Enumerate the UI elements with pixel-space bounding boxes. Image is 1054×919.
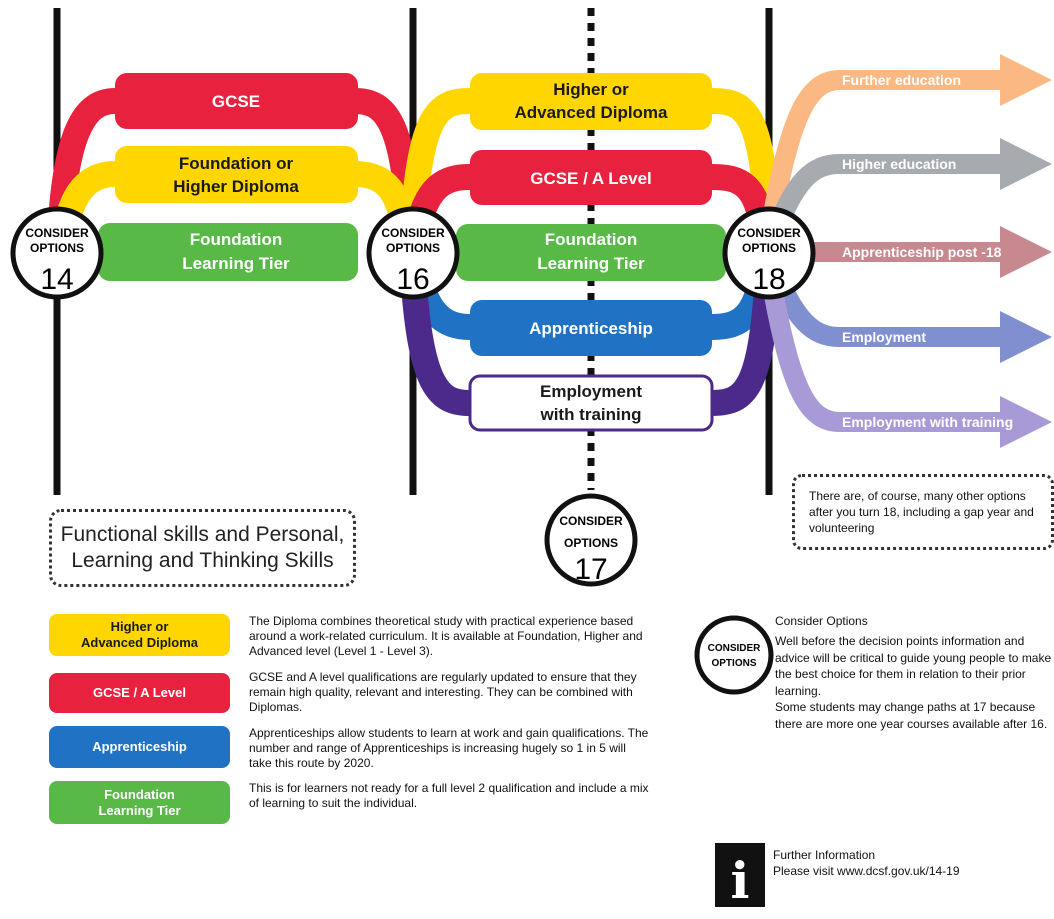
key-a-level-pill: GCSE / A Level bbox=[49, 673, 230, 713]
key-diploma-label-2: Advanced Diploma bbox=[80, 635, 199, 650]
decision-point-14: CONSIDER OPTIONS 14 bbox=[10, 206, 104, 300]
decision-point-17: CONSIDER OPTIONS 17 bbox=[544, 493, 638, 587]
route-gcse-pill bbox=[115, 73, 358, 129]
route-foundation-label-1: Foundation bbox=[190, 230, 283, 249]
further-info-link: Please visit www.dcsf.gov.uk/14-19 bbox=[773, 864, 960, 878]
key-diploma-description: The Diploma combines theoretical study w… bbox=[249, 614, 643, 658]
info-icon: i bbox=[715, 843, 765, 910]
decision-point-18: CONSIDER OPTIONS 18 bbox=[722, 206, 816, 300]
route-diploma-pill bbox=[115, 146, 358, 203]
further-education-arrow bbox=[760, 70, 1010, 234]
further-education-arrowhead bbox=[1000, 54, 1052, 106]
post-18-note-text: There are, of course, many other options… bbox=[809, 489, 1034, 535]
key-foundation-description: This is for learners not ready for a ful… bbox=[249, 781, 649, 810]
route-employment-training-label-1: Employment bbox=[540, 382, 642, 401]
svg-text:OPTIONS: OPTIONS bbox=[386, 241, 440, 255]
svg-text:CONSIDER: CONSIDER bbox=[381, 226, 445, 240]
key-diploma-label-1: Higher or bbox=[110, 619, 169, 634]
dest-higher-education-label: Higher education bbox=[842, 156, 956, 172]
employment-with-training-arrow bbox=[760, 270, 1010, 432]
route-foundation-16-label-1: Foundation bbox=[545, 230, 638, 249]
apprenticeship-post-18-arrowhead bbox=[1000, 226, 1052, 278]
functional-skills-text: Functional skills and Personal, Learning… bbox=[60, 523, 345, 572]
key-apprenticeship-description: Apprenticeships allow students to learn … bbox=[249, 726, 649, 770]
route-advanced-diploma-label-1: Higher or bbox=[553, 80, 629, 99]
svg-text:16: 16 bbox=[396, 263, 429, 296]
employment-arrowhead bbox=[1000, 311, 1052, 363]
route-foundation-pill bbox=[98, 223, 358, 281]
route-a-level-pill bbox=[470, 150, 712, 205]
key-a-level-description: GCSE and A level qualifications are regu… bbox=[249, 670, 637, 714]
svg-text:CONSIDER: CONSIDER bbox=[25, 226, 89, 240]
further-info: Further Information Please visit www.dcs… bbox=[773, 847, 960, 879]
dest-further-education-label: Further education bbox=[842, 72, 961, 88]
route-foundation-16-label-2: Learning Tier bbox=[537, 254, 645, 273]
svg-text:OPTIONS: OPTIONS bbox=[30, 241, 84, 255]
key-a-level-label: GCSE / A Level bbox=[93, 685, 186, 700]
consider-options-para-2: Some students may change paths at 17 bec… bbox=[775, 700, 1048, 731]
key-diploma-pill: Higher or Advanced Diploma bbox=[49, 614, 230, 656]
route-employment-training-label-2: with training bbox=[539, 405, 641, 424]
consider-options-key-icon: CONSIDER OPTIONS bbox=[694, 615, 774, 695]
further-info-title: Further Information bbox=[773, 848, 876, 862]
svg-text:OPTIONS: OPTIONS bbox=[742, 241, 796, 255]
route-apprenticeship-pill bbox=[470, 300, 712, 356]
dest-employment-with-training-label: Employment with training bbox=[842, 414, 1013, 430]
route-apprenticeship-label: Apprenticeship bbox=[529, 319, 653, 338]
consider-options-para-1: Well before the decision points informat… bbox=[775, 634, 1052, 698]
route-foundation-16-pill bbox=[456, 224, 726, 281]
route-diploma-label-1: Foundation or bbox=[179, 154, 294, 173]
key-foundation-label-1: Foundation bbox=[104, 786, 175, 802]
route-advanced-diploma-pill bbox=[470, 73, 712, 130]
route-diploma-label-2: Higher Diploma bbox=[173, 177, 299, 196]
consider-options-title: Consider Options bbox=[775, 614, 868, 628]
route-gcse-label: GCSE bbox=[212, 92, 260, 111]
post-18-note-box: There are, of course, many other options… bbox=[792, 474, 1054, 550]
route-a-level-label: GCSE / A Level bbox=[530, 169, 652, 188]
info-glyph: i bbox=[730, 851, 750, 910]
svg-text:CONSIDER: CONSIDER bbox=[737, 226, 801, 240]
key-foundation-label-2: Learning Tier bbox=[98, 802, 181, 818]
svg-text:18: 18 bbox=[752, 263, 785, 296]
dest-apprenticeship-post-18-label: Apprenticeship post -18 bbox=[842, 244, 1002, 260]
svg-text:17: 17 bbox=[574, 553, 607, 586]
functional-skills-box: Functional skills and Personal, Learning… bbox=[49, 509, 356, 587]
svg-text:14: 14 bbox=[40, 263, 73, 296]
svg-text:CONSIDER: CONSIDER bbox=[559, 514, 623, 528]
svg-text:CONSIDER: CONSIDER bbox=[708, 643, 762, 654]
route-advanced-diploma-label-2: Advanced Diploma bbox=[514, 103, 668, 122]
route-foundation-label-2: Learning Tier bbox=[182, 254, 290, 273]
dest-employment-label: Employment bbox=[842, 329, 926, 345]
employment-with-training-arrowhead bbox=[1000, 396, 1052, 448]
svg-text:OPTIONS: OPTIONS bbox=[711, 658, 756, 669]
svg-text:OPTIONS: OPTIONS bbox=[564, 536, 618, 550]
key-apprenticeship-label: Apprenticeship bbox=[92, 739, 187, 754]
route-employment-training-pill bbox=[468, 374, 714, 432]
key-foundation-pill: Foundation Learning Tier bbox=[49, 781, 230, 824]
key-apprenticeship-pill: Apprenticeship bbox=[49, 726, 230, 768]
decision-point-16: CONSIDER OPTIONS 16 bbox=[366, 206, 460, 300]
higher-education-arrowhead bbox=[1000, 138, 1052, 190]
consider-options-description: Well before the decision points informat… bbox=[775, 633, 1053, 732]
